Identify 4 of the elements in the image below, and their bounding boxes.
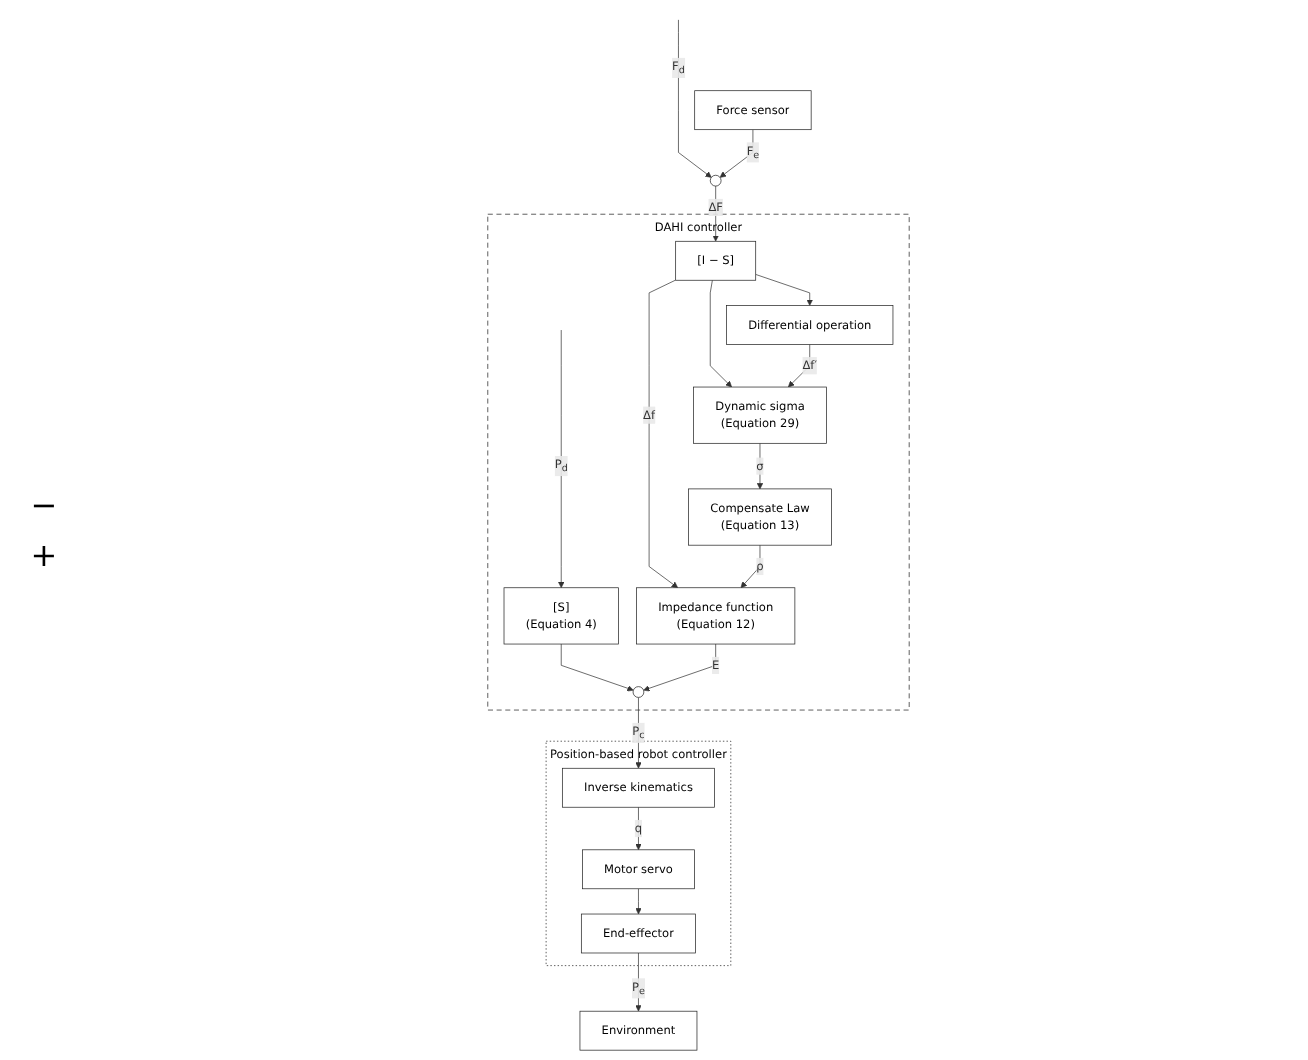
sign-label: −: [30, 486, 58, 524]
sign-label: +: [30, 536, 58, 574]
node-circle: [632, 686, 644, 698]
node-circle: [709, 174, 721, 187]
